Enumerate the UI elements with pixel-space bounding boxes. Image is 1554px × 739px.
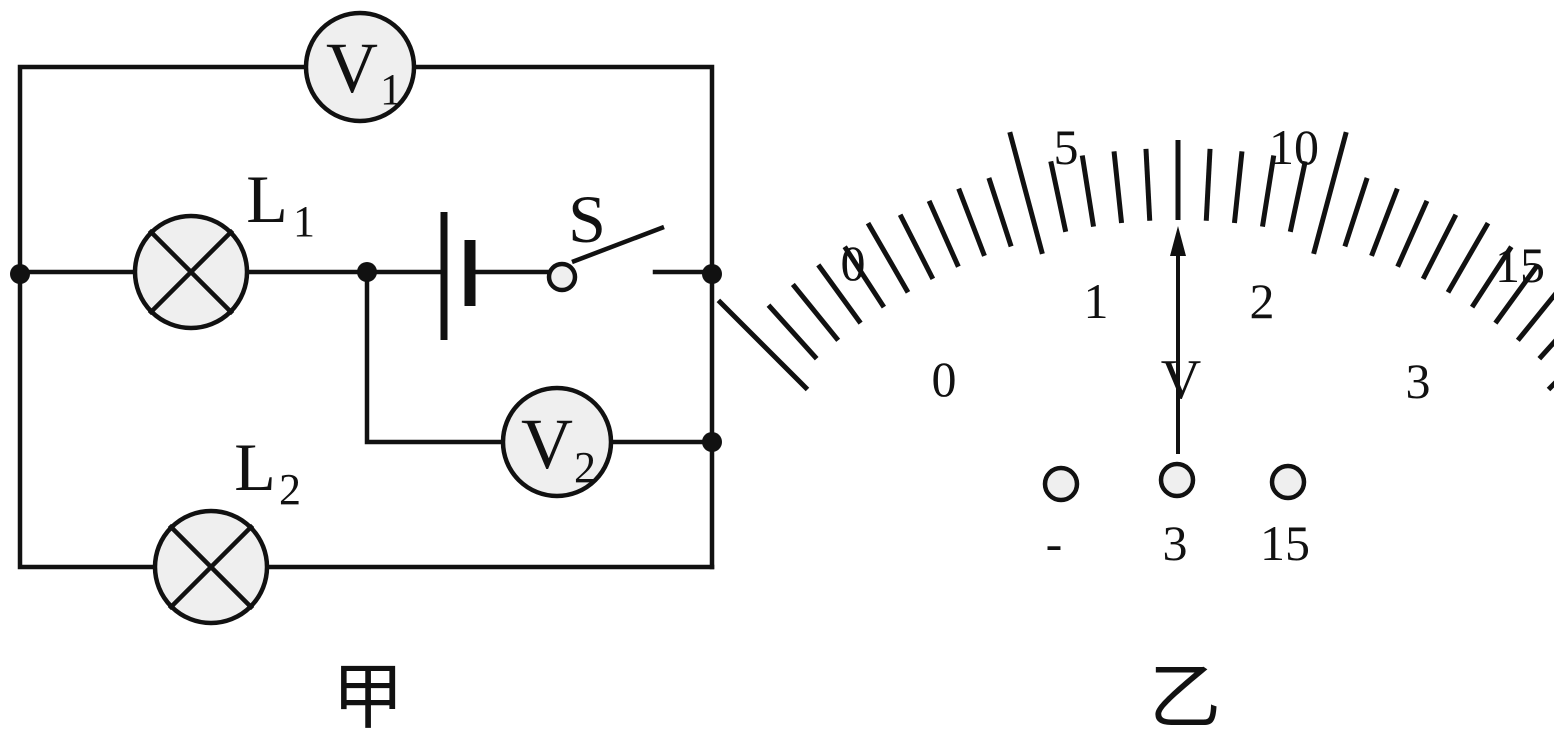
minor-tick bbox=[1537, 338, 1554, 361]
circuit-caption: 甲 bbox=[332, 655, 404, 739]
scale-large-label-5: 5 bbox=[1054, 119, 1079, 175]
minor-tick bbox=[790, 282, 841, 342]
minor-tick bbox=[1111, 151, 1125, 224]
junction-middle bbox=[357, 262, 377, 282]
minor-tick bbox=[766, 303, 819, 361]
circuit-diagram: V 1 L 1 S V 2 L bbox=[10, 10, 722, 739]
scale-large-label-0: 0 bbox=[841, 235, 866, 291]
minor-tick bbox=[842, 245, 886, 309]
junction-right-top bbox=[702, 264, 722, 284]
minor-tick bbox=[1395, 199, 1430, 268]
minor-tick bbox=[1203, 148, 1213, 221]
voltmeter-v2: V 2 bbox=[500, 385, 614, 499]
lamp-l1-letter: L bbox=[246, 161, 288, 237]
major-tick bbox=[716, 298, 810, 392]
meter-caption: 乙 bbox=[1149, 655, 1221, 739]
terminal-15v-label: 15 bbox=[1260, 515, 1310, 571]
circuit-wires bbox=[17, 64, 715, 570]
minor-tick bbox=[1079, 155, 1096, 228]
terminal-negative[interactable]: - bbox=[1042, 465, 1080, 571]
minor-tick bbox=[1287, 160, 1308, 233]
minor-tick bbox=[1048, 160, 1069, 233]
terminal-3v[interactable]: 3 bbox=[1158, 461, 1196, 571]
major-tick bbox=[1007, 131, 1045, 255]
terminal-negative-label: - bbox=[1046, 515, 1063, 571]
lamp-l1: L 1 bbox=[132, 161, 315, 331]
meter-needle bbox=[1170, 226, 1186, 454]
lamp-l1-subscript: 1 bbox=[293, 197, 315, 246]
minor-tick bbox=[1515, 291, 1554, 342]
dial-ticks bbox=[716, 131, 1554, 392]
minor-tick bbox=[1445, 221, 1491, 294]
major-tick bbox=[1311, 131, 1349, 255]
lamp-l2-letter: L bbox=[234, 429, 276, 505]
battery bbox=[440, 212, 476, 340]
scale-large-label-15: 15 bbox=[1495, 237, 1545, 293]
junction-right-bottom bbox=[702, 432, 722, 452]
scale-small-label-2: 2 bbox=[1250, 273, 1275, 329]
terminal-3v-label: 3 bbox=[1163, 515, 1188, 571]
voltmeter-v1: V 1 bbox=[303, 10, 417, 124]
minor-tick bbox=[1369, 187, 1400, 257]
voltmeter-v1-letter: V bbox=[326, 28, 378, 108]
minor-tick bbox=[926, 199, 961, 268]
minor-tick bbox=[1470, 245, 1514, 309]
minor-tick bbox=[956, 187, 987, 257]
voltmeter-dial: 0 5 10 15 0 1 2 3 V - 3 15 乙 bbox=[716, 119, 1554, 739]
minor-tick bbox=[816, 263, 863, 325]
voltmeter-v2-letter: V bbox=[521, 404, 573, 484]
minor-tick bbox=[865, 221, 911, 294]
minor-tick bbox=[986, 177, 1014, 248]
minor-tick bbox=[1420, 213, 1459, 280]
scale-small-label-0: 0 bbox=[932, 351, 957, 407]
minor-tick bbox=[1342, 177, 1370, 248]
junction-left bbox=[10, 264, 30, 284]
lamp-l2: L 2 bbox=[152, 429, 301, 626]
minor-tick bbox=[897, 213, 936, 280]
minor-tick bbox=[1260, 155, 1277, 228]
terminal-15v[interactable]: 15 bbox=[1260, 463, 1310, 571]
minor-tick bbox=[1493, 263, 1540, 325]
voltmeter-v2-subscript: 2 bbox=[574, 443, 596, 492]
minor-tick bbox=[1143, 148, 1153, 221]
voltmeter-v1-subscript: 1 bbox=[380, 65, 402, 114]
scale-small-label-1: 1 bbox=[1084, 273, 1109, 329]
minor-tick bbox=[1231, 151, 1245, 224]
meter-unit: V bbox=[1161, 349, 1201, 411]
switch-s[interactable]: S bbox=[546, 181, 665, 293]
scale-small-label-3: 3 bbox=[1406, 353, 1431, 409]
lamp-l2-subscript: 2 bbox=[279, 465, 301, 514]
switch-s-letter: S bbox=[568, 181, 606, 257]
scale-large-label-10: 10 bbox=[1269, 119, 1319, 175]
